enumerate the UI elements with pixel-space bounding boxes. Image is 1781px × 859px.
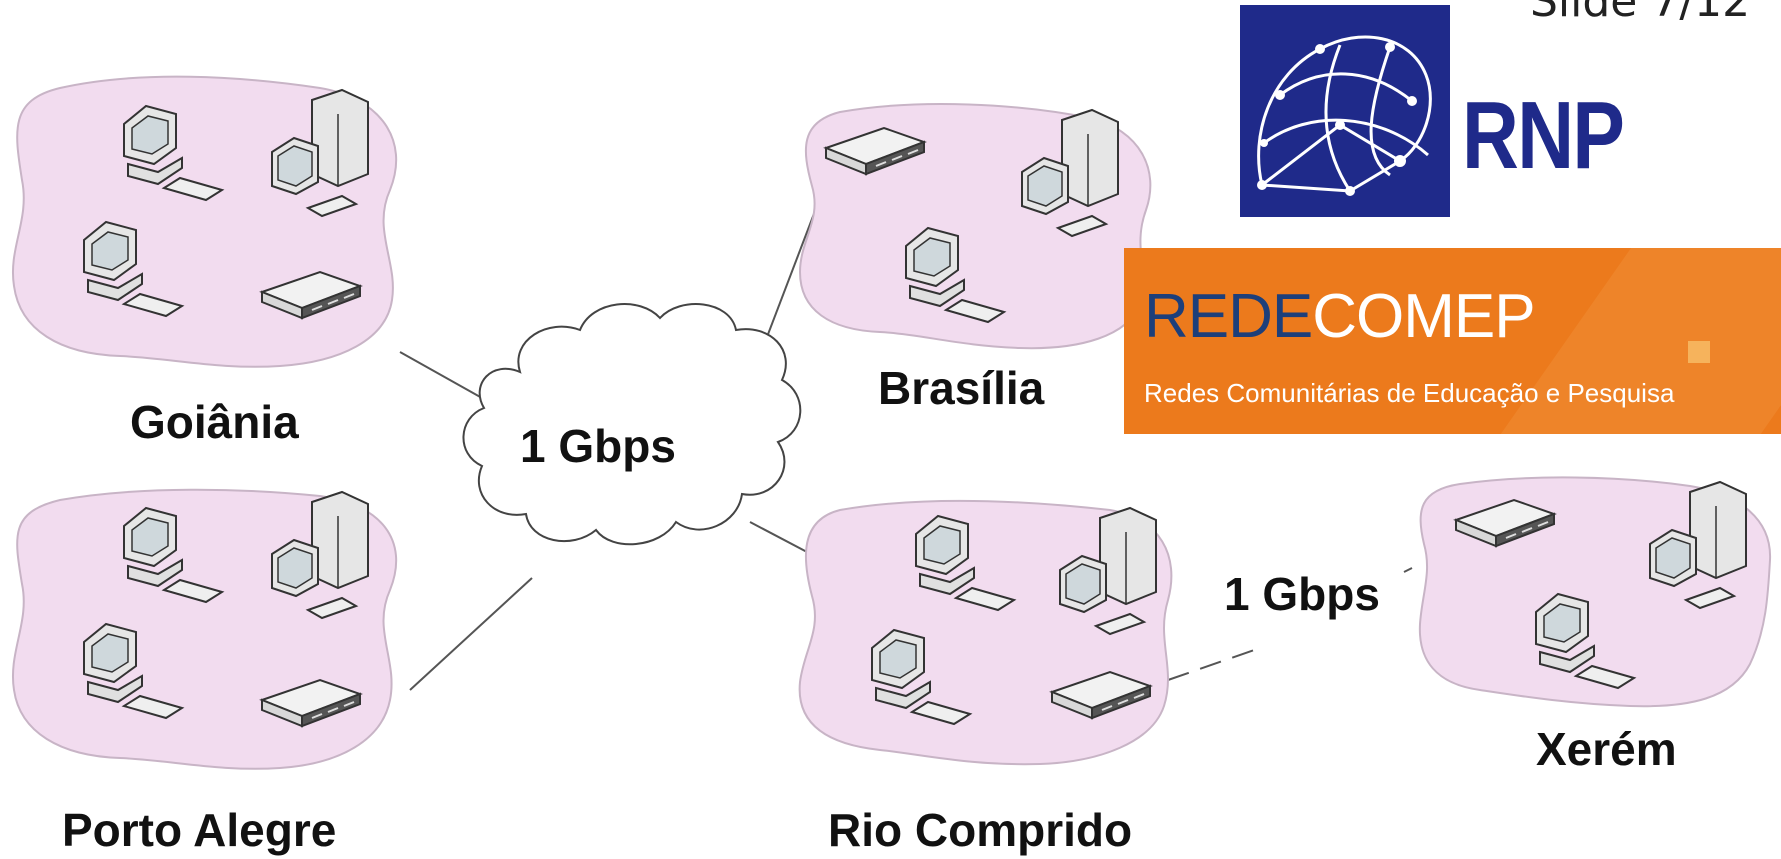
redecomep-title: REDECOMEP [1144, 286, 1536, 348]
backbone-cloud [462, 303, 802, 546]
link-goiania [399, 351, 483, 399]
globe-network-icon [1257, 35, 1432, 196]
network-links [399, 197, 1413, 691]
site-label-goiania: Goiânia [130, 396, 299, 448]
site-label-xerem: Xerém [1536, 723, 1677, 775]
redecomep-subtitle: Redes Comunitárias de Educação e Pesquis… [1144, 378, 1675, 408]
redecomep-title-part1: REDE [1144, 282, 1313, 351]
logo-square-decoration [1688, 341, 1710, 363]
rnp-logo-mark [1240, 5, 1450, 217]
site-label-rio-comprido: Rio Comprido [828, 804, 1132, 856]
rnp-logo-text: RNP [1462, 82, 1625, 189]
redecomep-logo: REDECOMEP Redes Comunitárias de Educação… [1124, 248, 1781, 434]
redecomep-title-part2: COMEP [1312, 282, 1535, 351]
slide-counter: Slide 7/12 [1530, 0, 1751, 27]
backbone-speed-label: 1 Gbps [520, 420, 676, 472]
link-porto-alegre [409, 577, 533, 691]
link-xerem-stub [1403, 567, 1413, 573]
site-label-porto-alegre: Porto Alegre [62, 804, 336, 856]
site-label-brasilia: Brasília [878, 362, 1045, 414]
link-brasilia [761, 197, 821, 351]
link-speed-label: 1 Gbps [1224, 568, 1380, 620]
link-xerem-dashed [1167, 647, 1261, 681]
